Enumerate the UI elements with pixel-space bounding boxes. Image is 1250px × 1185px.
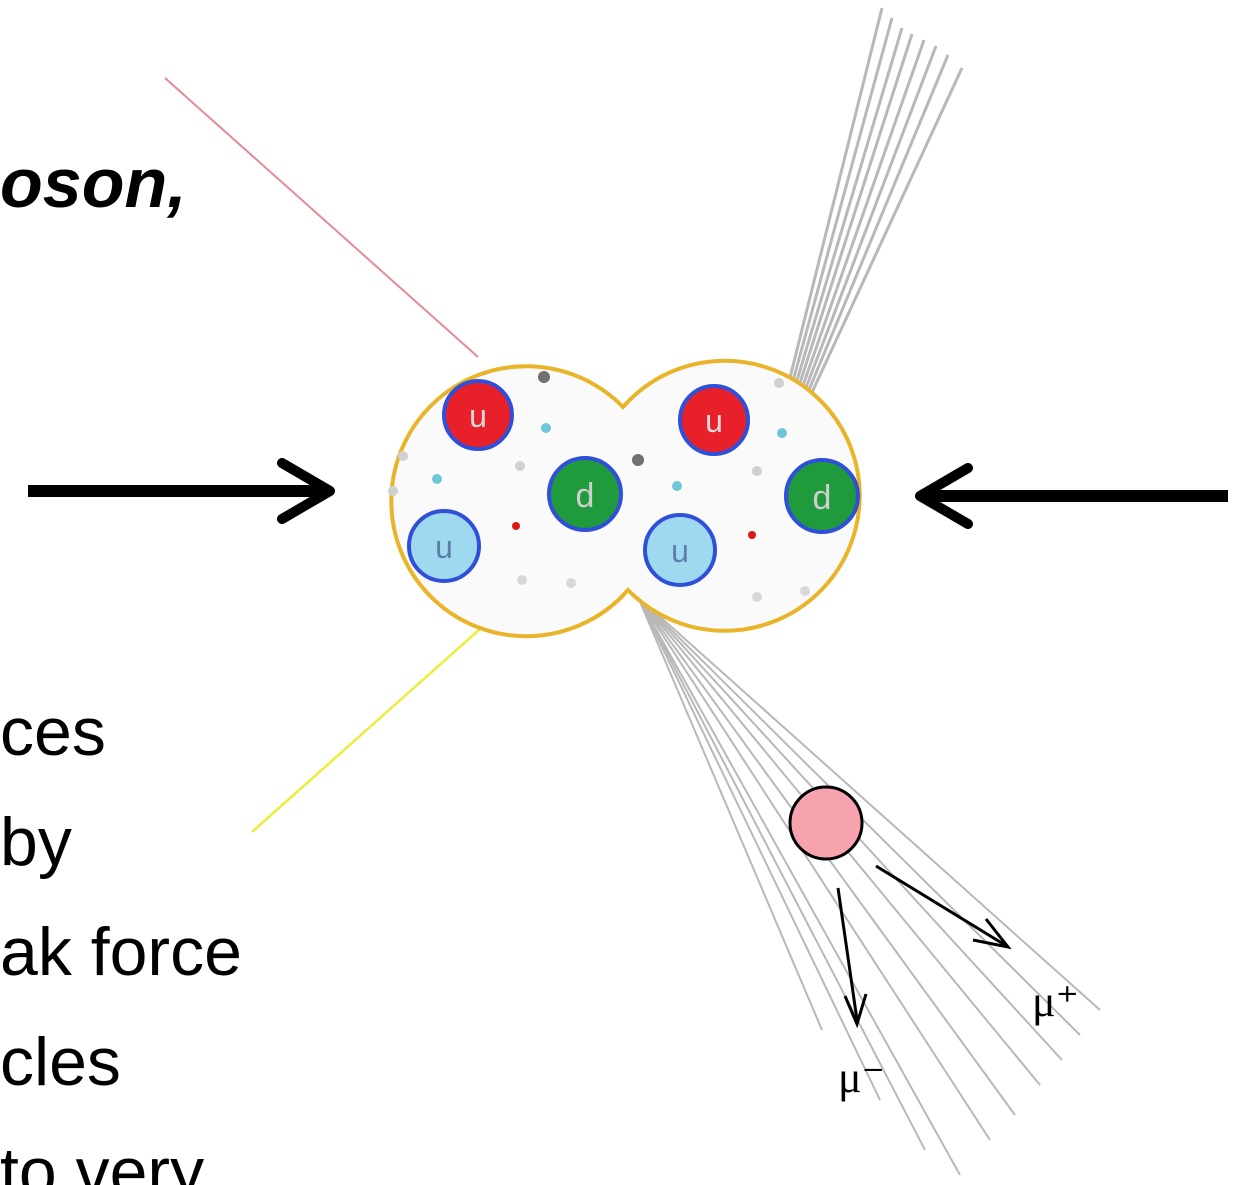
jet-track — [785, 27, 904, 415]
body-line-2: by — [0, 804, 72, 880]
boson-particle — [788, 785, 864, 861]
pink-track — [164, 77, 479, 358]
jet-track — [637, 596, 961, 1176]
right-proton: u d u — [643, 384, 860, 587]
quark-down-green-right: d — [784, 458, 860, 534]
mu-minus-label: μ⁻ — [838, 1053, 885, 1102]
left-proton: u d u — [407, 379, 623, 583]
gluon-dots — [388, 371, 810, 602]
body-line-5: to very — [0, 1134, 205, 1185]
decay-arrow-mu-plus — [875, 864, 1012, 950]
jet-track — [637, 596, 823, 1031]
jet-track — [794, 45, 938, 415]
jet-track — [797, 54, 950, 415]
body-line-1: ces — [0, 694, 106, 770]
quark-up-blue-left: u — [407, 509, 481, 583]
arrow-from-right — [915, 463, 1228, 529]
jet-track — [788, 33, 914, 415]
quark-up-blue-right: u — [643, 513, 717, 587]
jet-track — [637, 596, 991, 1141]
jet-track — [637, 596, 1101, 1011]
jet-up — [779, 7, 964, 415]
jet-track — [637, 596, 881, 1101]
quark-down-green-left: d — [547, 456, 623, 532]
quark-label: d — [576, 477, 595, 515]
jet-track — [800, 67, 964, 415]
body-line-3: ak force — [0, 914, 242, 990]
decay-arrow-mu-minus — [836, 887, 868, 1029]
quark-label: u — [671, 533, 689, 569]
quark-label: u — [705, 403, 723, 439]
slide-heading: oson, — [0, 144, 187, 222]
jet-track — [637, 596, 926, 1151]
quark-label: u — [435, 529, 453, 565]
jet-track — [779, 7, 884, 415]
quark-label: d — [813, 479, 832, 517]
arrow-from-left — [28, 458, 335, 524]
quark-up-red-left: u — [442, 379, 514, 451]
jet-track — [791, 39, 926, 415]
quark-up-red-right: u — [678, 384, 750, 456]
jet-track — [782, 17, 894, 415]
body-line-4: cles — [0, 1024, 121, 1100]
quark-label: u — [469, 398, 487, 434]
mu-plus-label: μ⁺ — [1032, 977, 1079, 1026]
